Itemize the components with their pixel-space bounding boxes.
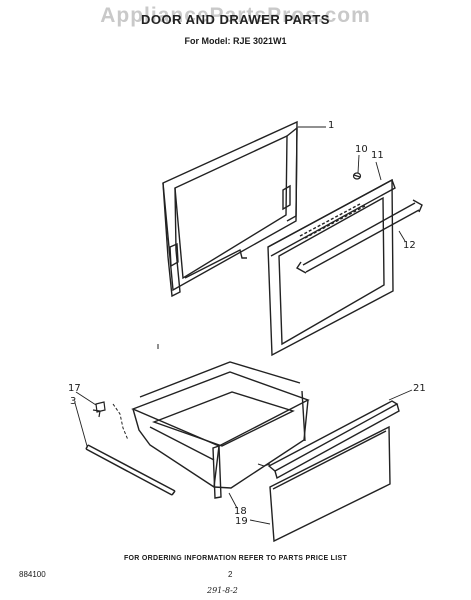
leader-3 xyxy=(75,403,87,446)
leader-11 xyxy=(376,162,381,180)
handle-end-left xyxy=(297,262,306,273)
inner-door-side-panel-left xyxy=(163,183,180,296)
outer-door-slots xyxy=(300,204,365,238)
inner-door-hinge-left xyxy=(170,244,178,266)
drawer-inner-floor xyxy=(154,392,293,446)
callout-17: 17 xyxy=(68,383,81,394)
page-number: 2 xyxy=(228,570,233,579)
drawer-front-top xyxy=(133,372,308,446)
part-19-drawer-front xyxy=(270,427,390,541)
callout-10: 10 xyxy=(355,144,368,155)
leader-10 xyxy=(358,155,359,173)
handwritten-note: 291-8-2 xyxy=(207,586,238,595)
inner-door-inner-edge xyxy=(175,136,287,278)
outer-door-inner-edge xyxy=(279,198,384,344)
leader-19 xyxy=(250,520,270,524)
misc-markings xyxy=(113,344,270,466)
part-10-screw xyxy=(354,173,361,179)
page-title: DOOR AND DRAWER PARTS xyxy=(141,12,330,27)
drawer-side-right xyxy=(214,400,308,488)
part-inner-door-frame xyxy=(163,122,297,296)
part-outer-door-panel xyxy=(268,180,395,355)
drawer-rear-wall xyxy=(140,362,300,397)
handle-end-right xyxy=(413,200,422,212)
drawer-front-flange xyxy=(150,427,214,460)
drawer-bracket xyxy=(213,446,221,498)
inner-door-outer-edge xyxy=(163,122,297,290)
handle-bar-bottom xyxy=(306,210,419,272)
callout-19: 19 xyxy=(235,516,248,527)
drawer-side-left xyxy=(133,409,219,487)
model-label: For Model: RJE 3021W1 xyxy=(184,36,287,46)
part-18-drawer-body xyxy=(133,362,308,498)
part-door-handle xyxy=(297,200,422,273)
callout-21: 21 xyxy=(413,383,426,394)
leader-12 xyxy=(399,231,405,241)
leader-18 xyxy=(229,493,237,508)
handle-bar-top xyxy=(303,203,415,265)
leader-lines xyxy=(75,127,412,524)
inner-door-hinge-right xyxy=(283,186,290,209)
part-21-rail xyxy=(269,401,399,478)
watermark: AppliancePartsPros.com xyxy=(100,4,371,27)
ordering-note: FOR ORDERING INFORMATION REFER TO PARTS … xyxy=(123,555,348,562)
callout-11: 11 xyxy=(371,150,384,161)
part-3-slide-rod xyxy=(86,445,175,495)
callout-3: 3 xyxy=(70,396,77,407)
outer-door-top-band xyxy=(268,180,395,256)
inner-door-side-panel-right xyxy=(287,128,297,221)
inner-door-bottom-lip xyxy=(185,250,247,278)
drawer-stop-rod xyxy=(302,391,305,441)
document-code: 884100 xyxy=(19,570,46,579)
callout-12: 12 xyxy=(403,240,416,251)
leader-17 xyxy=(76,392,96,405)
callout-1: 1 xyxy=(328,120,335,131)
part-17-clip xyxy=(93,402,105,417)
callout-18: 18 xyxy=(234,506,247,517)
leader-21 xyxy=(389,390,412,400)
